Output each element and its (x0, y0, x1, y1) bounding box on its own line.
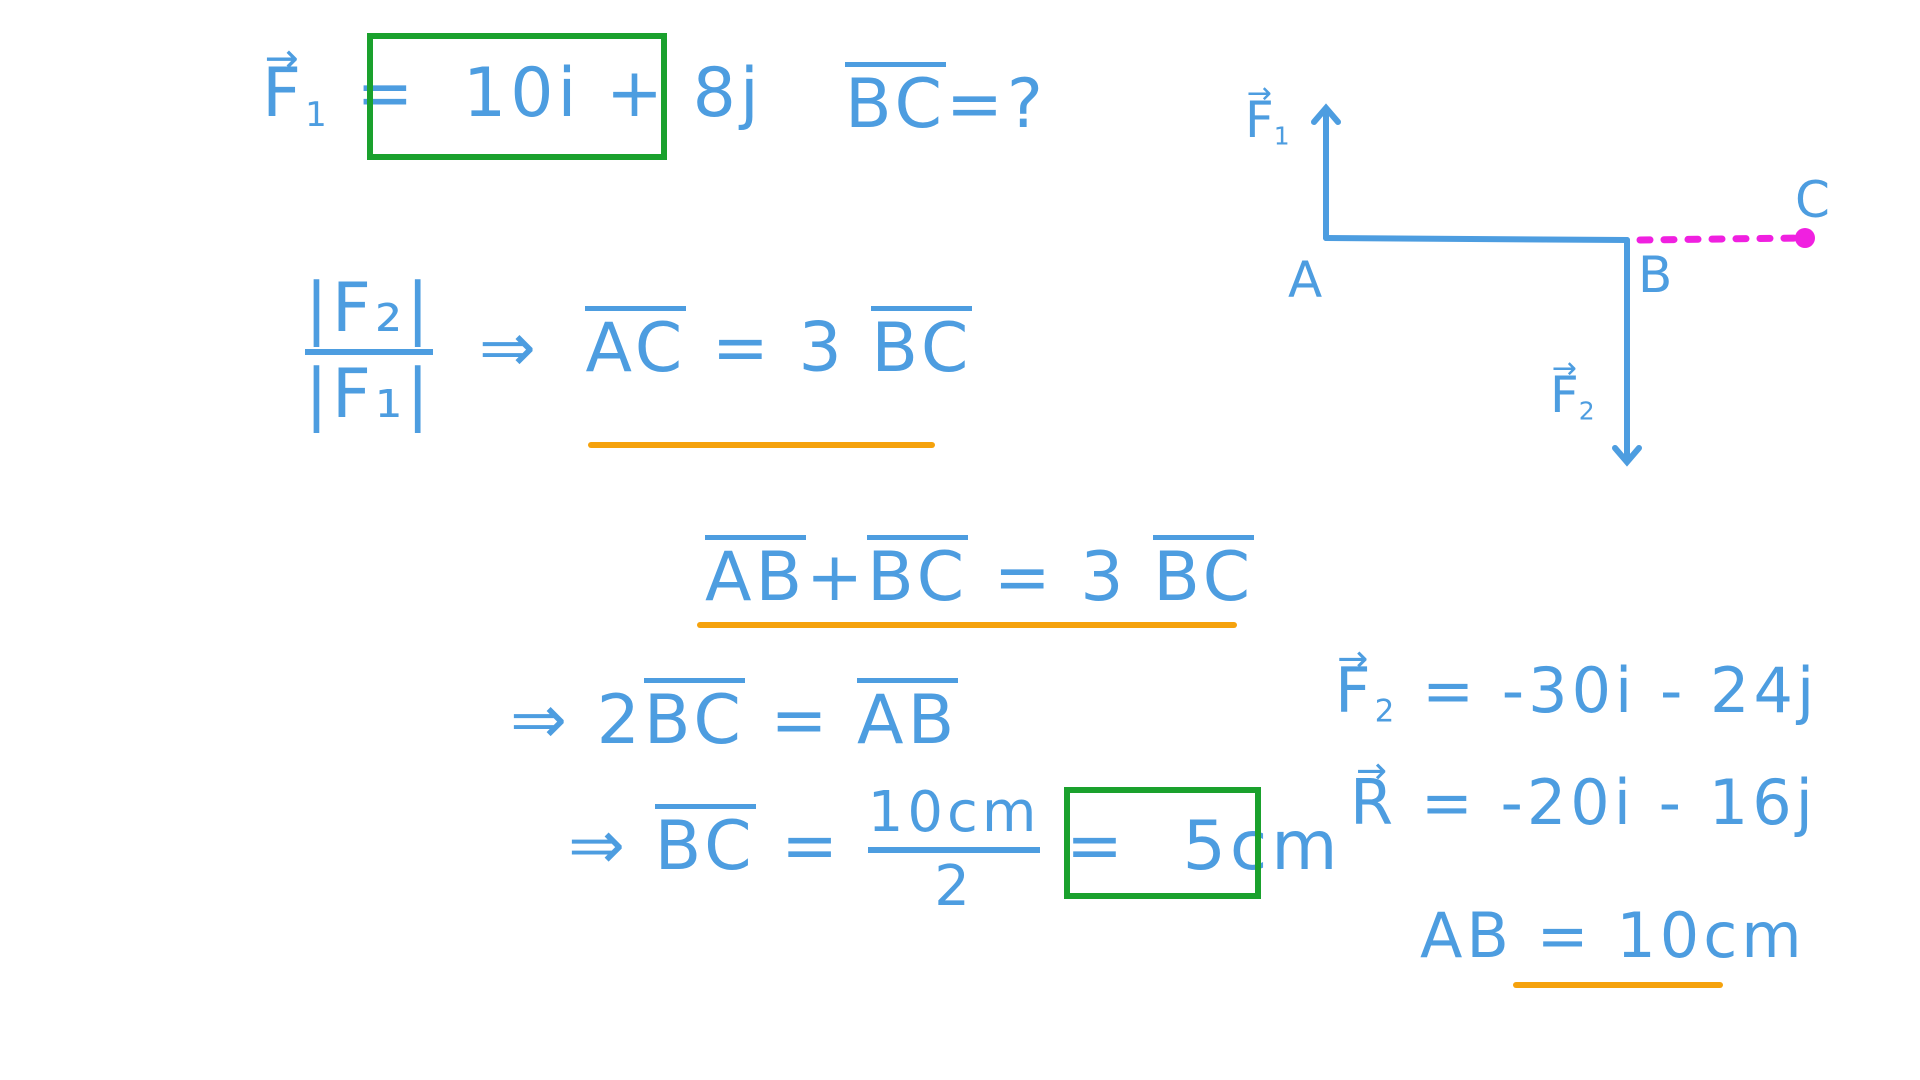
point-c-label: C (1795, 171, 1830, 229)
underline-ab (1513, 982, 1723, 988)
underline-step1 (697, 622, 1237, 628)
ratio-fraction: |F₂||F₁| (305, 269, 434, 434)
step1: AB+BC = 3 BC (705, 535, 1255, 612)
f2-arrow (1612, 237, 1642, 467)
given-f1: F1 = 10i + 8j (262, 38, 763, 133)
segment-ab (1323, 235, 1630, 243)
f1-arrow (1311, 103, 1341, 241)
question: BC=? (845, 62, 1047, 139)
point-c (1795, 228, 1815, 248)
f1-value: 10i + 8j (463, 54, 763, 133)
f1-answer-box (367, 33, 667, 160)
step2: ⇒ 2BC = AB (510, 678, 959, 755)
ab-length: AB = 10cm (1420, 899, 1806, 972)
point-b-label: B (1638, 246, 1673, 304)
f1-symbol: F (262, 38, 305, 128)
answer-box (1064, 787, 1261, 899)
ratio-line: |F₂||F₁| ⇒ AC = 3 BC (305, 269, 973, 434)
underline-ac (588, 442, 935, 448)
f1-diagram-label: F1 (1245, 79, 1290, 149)
f2-equation: F2 = -30i - 24j (1335, 640, 1818, 727)
f2-diagram-label: F2 (1550, 354, 1595, 424)
segment-bc-dotted (1636, 234, 1804, 244)
point-a-label: A (1288, 251, 1323, 309)
resultant-equation: R = -20i - 16j (1350, 752, 1817, 834)
